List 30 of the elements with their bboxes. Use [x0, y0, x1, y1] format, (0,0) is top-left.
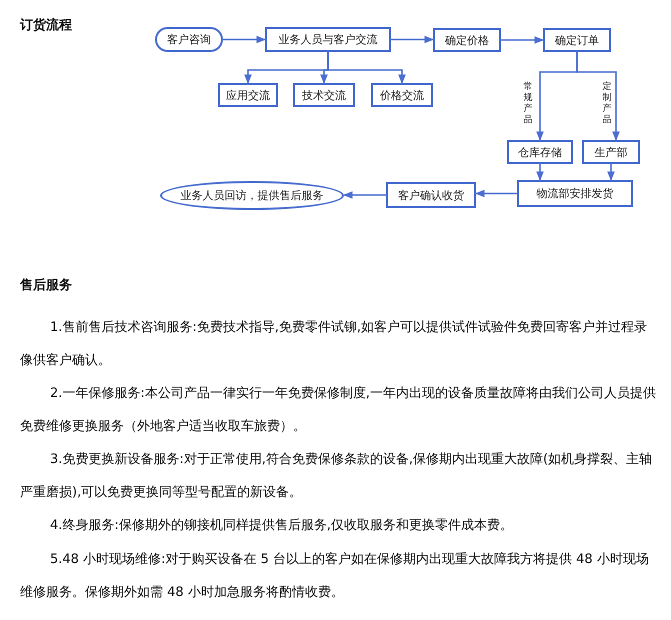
process-box: 业务人员与客户交流	[265, 27, 391, 52]
arrow	[475, 190, 517, 198]
start-terminal: 客户咨询	[155, 27, 223, 52]
end-terminal: 业务人员回访，提供售后服务	[160, 181, 344, 210]
arrow	[343, 191, 386, 199]
paragraph: 2.一年保修服务:本公司产品一律实行一年免费保修制度,一年内出现的设备质量故障将由我们公司人员提供免费维修更换服务（外地客户适当收取车旅费）。	[20, 385, 656, 436]
paragraph: 4.终身服务:保修期外的铆接机同样提供售后服务,仅收取服务和更换零件成本费。	[49, 517, 514, 535]
process-box: 应用交流	[218, 83, 278, 107]
paragraph: 1.售前售后技术咨询服务:免费技术指导,免费零件试铆,如客户可以提供试件试验件免费回寄客户并过程录像供客户确认。	[20, 319, 648, 370]
process-box: 客户确认收货	[386, 182, 476, 208]
process-box: 物流部安排发货	[517, 180, 633, 207]
paragraph: 3.免费更换新设备服务:对于正常使用,符合免费保修条款的设备,保修期内出现重大故障(如机身撑裂、主轴严重磨损),可以免费更换同等型号配置的新设备。	[20, 451, 654, 502]
heading: 订货流程	[20, 16, 72, 34]
arrow	[607, 164, 615, 181]
process-box: 确定价格	[433, 28, 501, 52]
arrow	[223, 36, 266, 44]
process-box: 价格交流	[371, 83, 433, 107]
process-box: 生产部	[582, 140, 640, 164]
arrow	[576, 52, 620, 141]
arrow	[391, 36, 434, 44]
edge-label: 常规产品	[523, 82, 533, 126]
paragraph: 5.48 小时现场维修:对于购买设备在 5 台以上的客户如在保修期内出现重大故障我方将提供 48 小时现场维修服务。保修期外如需 48 小时加急服务将酌情收费。	[20, 551, 650, 602]
heading: 售后服务	[20, 276, 72, 294]
process-box: 确定订单	[543, 28, 611, 52]
arrow	[501, 36, 544, 44]
process-box: 仓库存储	[507, 140, 573, 164]
edge-label: 定制产品	[602, 82, 612, 126]
arrow	[327, 52, 406, 84]
arrow	[536, 164, 544, 181]
process-box: 技术交流	[293, 83, 355, 107]
